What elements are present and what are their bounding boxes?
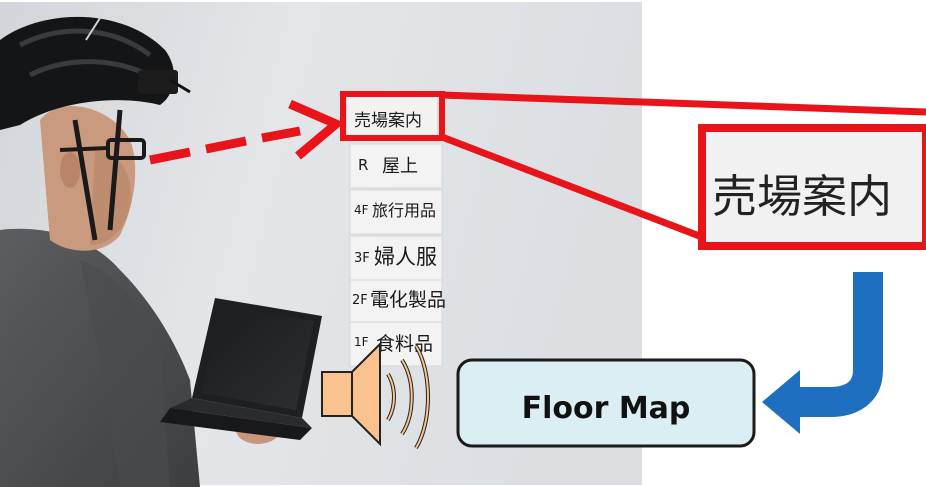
photo: 売場案内 R 屋上 4F 旅行用品 3F 婦人服 2F 電化製品 1F 食料品: [0, 2, 642, 487]
sign-floor-level: 3F: [354, 251, 370, 266]
sign-floor-level: R: [358, 156, 368, 174]
head-camera: [138, 70, 178, 94]
sign-floor-name: 旅行用品: [372, 201, 436, 220]
sign-floor-level: 1F: [354, 335, 369, 349]
sign-highlight-box: [340, 91, 445, 141]
zoom-box: 売場案内: [698, 124, 926, 250]
sign-floor-name: 婦人服: [374, 245, 437, 269]
sign-header: 売場案内: [354, 111, 422, 131]
zoom-connector: [440, 91, 926, 241]
sign-floor-level: 4F: [354, 203, 369, 217]
floor-map-label: Floor Map: [522, 391, 691, 426]
sign-floor-name: 食料品: [376, 333, 433, 355]
laptop: [160, 298, 322, 440]
gaze-arrow: [149, 99, 345, 165]
blue-arrow: [762, 272, 883, 434]
zoom-box-text: 売場案内: [712, 170, 892, 223]
speaker-icon: [321, 341, 430, 450]
sign-floor-level: 2F: [352, 293, 368, 308]
floor-map-button[interactable]: Floor Map: [456, 358, 756, 448]
sign-floor-name: 電化製品: [370, 289, 446, 311]
signboard: 売場案内 R 屋上 4F 旅行用品 3F 婦人服 2F 電化製品 1F 食料品: [345, 95, 446, 367]
sign-floor-name: 屋上: [382, 156, 418, 177]
zoom-box-frame: [698, 124, 926, 250]
person-with-head-camera: [0, 16, 280, 487]
